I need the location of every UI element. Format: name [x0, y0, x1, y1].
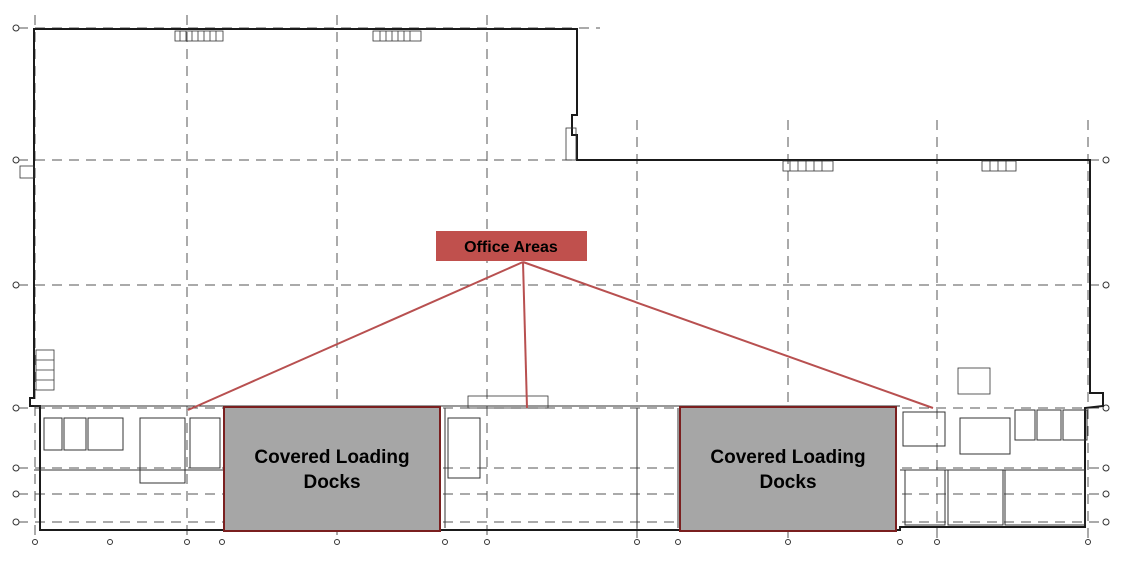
dock-label-line2: Docks — [303, 472, 360, 493]
office-areas-label: Office Areas — [464, 239, 558, 256]
loading-dock-area — [223, 406, 441, 532]
dock-label-line1: Covered Loading — [710, 447, 865, 468]
leader-line-left — [187, 261, 524, 411]
grid-lines — [18, 15, 1105, 540]
grid-bubbles — [12, 24, 1110, 545]
loading-dock-area — [679, 406, 897, 532]
stair-details — [19, 30, 1017, 409]
building-outline — [29, 28, 1104, 531]
loading-dock-left: Covered Loading Docks — [223, 406, 441, 532]
office-areas-callout: Office Areas — [436, 231, 587, 261]
leader-line-right — [522, 261, 934, 409]
office-partitions — [43, 409, 1088, 526]
dock-label-line1: Covered Loading — [254, 447, 409, 468]
leader-line-center — [522, 261, 528, 409]
office-leader-lines — [187, 261, 934, 411]
office-areas-tag — [436, 231, 587, 261]
dock-label-line2: Docks — [759, 472, 816, 493]
loading-dock-right: Covered Loading Docks — [679, 406, 897, 532]
